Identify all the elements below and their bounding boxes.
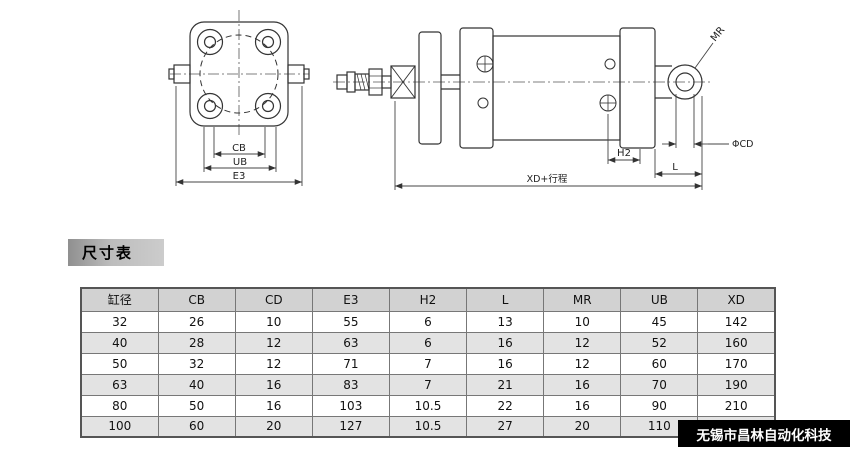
cylinder-end-view-drawing: CB UB E3	[166, 8, 316, 200]
table-cell: 12	[234, 352, 313, 375]
table-cell: 12	[543, 352, 622, 375]
table-cell: 16	[543, 373, 622, 396]
dim-label-mr: MR	[709, 25, 727, 44]
dim-label-xd: XD+行程	[527, 173, 568, 185]
table-cell: 190	[697, 373, 776, 396]
side-view-body	[336, 27, 703, 149]
table-cell: 7	[388, 352, 468, 375]
table-cell: 90	[620, 394, 699, 417]
table-cell: 210	[697, 394, 776, 417]
column-header: CD	[234, 287, 313, 312]
end-view-dimension-lines	[175, 86, 303, 186]
dim-label-cd: ΦCD	[732, 139, 753, 150]
side-view-dimension-lines	[394, 94, 729, 190]
column-header: MR	[543, 287, 622, 312]
table-cell: 13	[466, 310, 545, 333]
table-cell: 83	[311, 373, 390, 396]
end-view-centerlines	[170, 10, 309, 136]
table-cell: 160	[697, 331, 776, 354]
table-cell: 10	[234, 310, 313, 333]
column-header: XD	[697, 287, 776, 312]
table-cell: 45	[620, 310, 699, 333]
side-view-svg: MR ΦCD H2 L XD+行程	[333, 25, 753, 190]
table-cell: 55	[311, 310, 390, 333]
dim-label-h2: H2	[617, 148, 631, 159]
table-cell: 80	[80, 394, 159, 417]
table-cell: 20	[543, 415, 622, 438]
section-title-text: 尺寸表	[82, 244, 134, 262]
table-cell: 16	[543, 394, 622, 417]
table-cell: 10.5	[388, 415, 468, 438]
column-header: L	[466, 287, 545, 312]
column-header: CB	[157, 287, 236, 312]
table-cell: 60	[157, 415, 236, 438]
table-cell: 32	[80, 310, 159, 333]
table-cell: 63	[311, 331, 390, 354]
mr-leader: MR	[694, 25, 727, 69]
table-cell: 22	[466, 394, 545, 417]
table-cell: 21	[466, 373, 545, 396]
dim-label-ub: UB	[233, 157, 247, 168]
table-cell: 28	[157, 331, 236, 354]
end-view-body	[168, 21, 310, 127]
table-cell: 20	[234, 415, 313, 438]
table-cell: 63	[80, 373, 159, 396]
side-view-ports	[476, 55, 617, 112]
table-cell: 16	[234, 394, 313, 417]
table-cell: 170	[697, 352, 776, 375]
table-cell: 40	[157, 373, 236, 396]
table-cell: 32	[157, 352, 236, 375]
dim-label-cb: CB	[232, 143, 246, 154]
watermark-text: 无锡市昌林自动化科技	[696, 427, 832, 444]
table-cell: 7	[388, 373, 468, 396]
table-cell: 127	[311, 415, 390, 438]
table-cell: 70	[620, 373, 699, 396]
watermark: 无锡市昌林自动化科技	[678, 420, 850, 447]
table-cell: 103	[311, 394, 390, 417]
table-cell: 16	[466, 331, 545, 354]
table-cell: 26	[157, 310, 236, 333]
table-cell: 10.5	[388, 394, 468, 417]
table-cell: 52	[620, 331, 699, 354]
column-header: UB	[620, 287, 699, 312]
table-cell: 12	[234, 331, 313, 354]
section-title: 尺寸表	[68, 239, 164, 266]
cylinder-side-view-drawing: MR ΦCD H2 L XD+行程	[333, 6, 773, 200]
table-cell: 100	[80, 415, 159, 438]
column-header: 缸径	[80, 287, 159, 312]
table-cell: 40	[80, 331, 159, 354]
table-cell: 27	[466, 415, 545, 438]
table-cell: 10	[543, 310, 622, 333]
dim-label-l: L	[672, 162, 678, 173]
end-view-svg: CB UB E3	[168, 10, 310, 186]
column-header: E3	[311, 287, 390, 312]
table-cell: 16	[234, 373, 313, 396]
table-cell: 50	[157, 394, 236, 417]
table-cell: 60	[620, 352, 699, 375]
dim-label-e3: E3	[233, 171, 246, 182]
table-cell: 6	[388, 331, 468, 354]
table-cell: 16	[466, 352, 545, 375]
table-cell: 142	[697, 310, 776, 333]
table-cell: 71	[311, 352, 390, 375]
table-cell: 12	[543, 331, 622, 354]
column-header: H2	[388, 287, 468, 312]
table-cell: 6	[388, 310, 468, 333]
table-cell: 50	[80, 352, 159, 375]
